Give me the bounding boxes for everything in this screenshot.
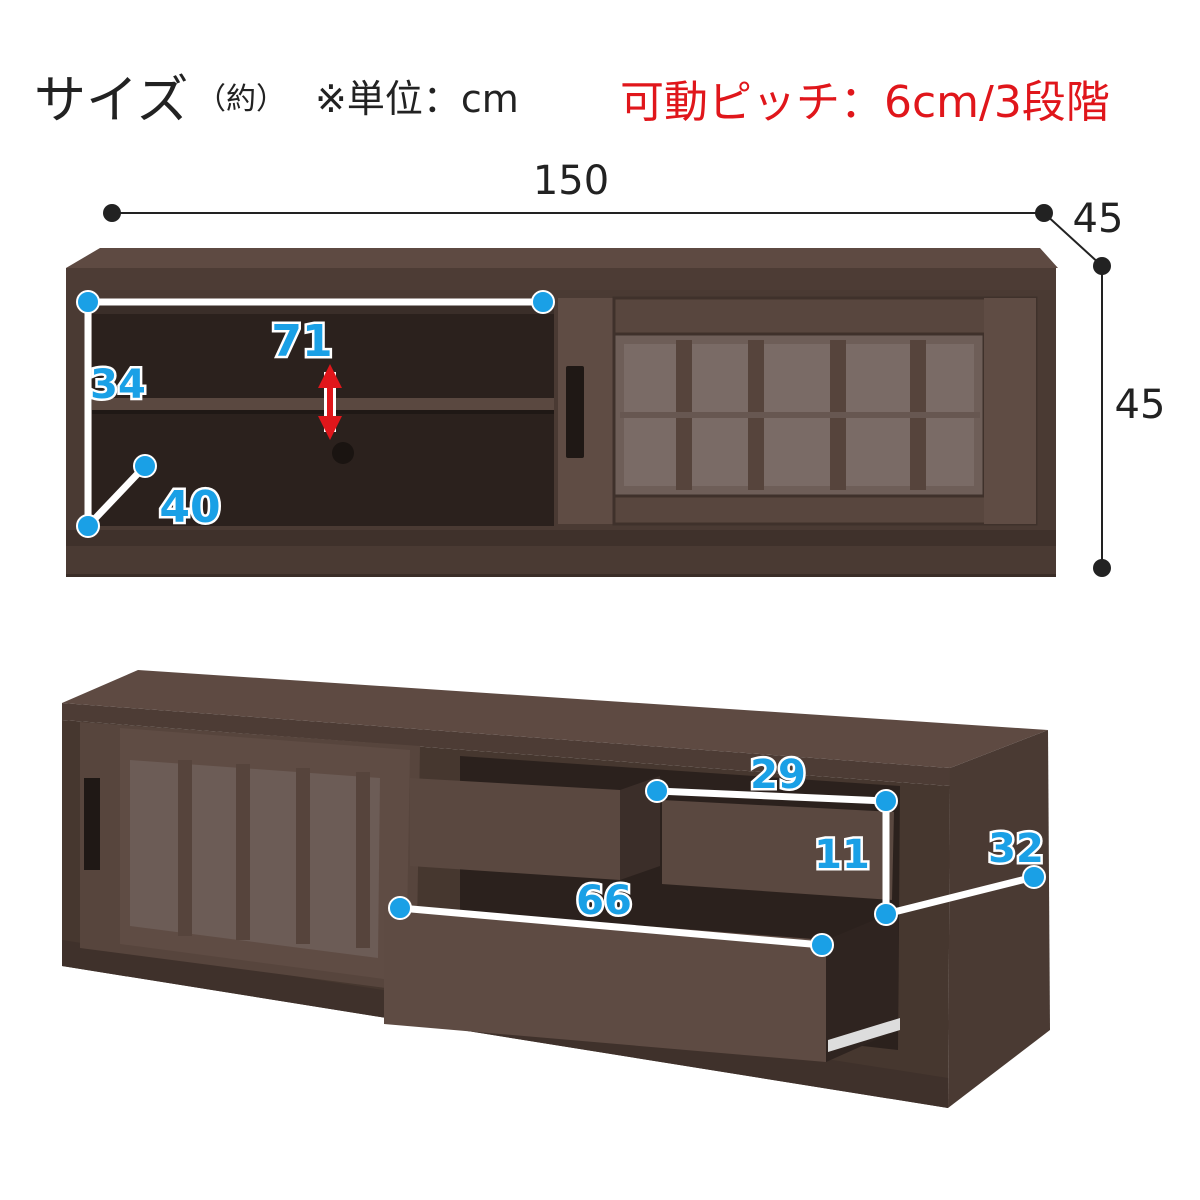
large-drawer [384,906,826,1062]
cable-hole [332,442,354,464]
drawer-dimension-lines [388,779,1046,957]
sliding-glass-door [558,296,1038,526]
adjustable-shelf [92,398,554,410]
height-dimension-label: 45 [1115,382,1166,428]
top-cabinet [66,204,1111,577]
small-drawer-height-label: 11 [814,832,870,878]
inner-depth-label: 40 [159,482,220,533]
small-drawer-right [662,800,894,900]
small-drawer-depth-label: 32 [988,826,1044,872]
large-drawer-width-label: 66 [576,878,632,924]
depth-dimension-label: 45 [1073,196,1124,242]
unit-note: ※単位：cm [315,77,519,121]
inner-dimension-lines [76,290,555,538]
door-handle [566,366,584,458]
bottom-cabinet [62,670,1050,1108]
title-approx-note: （約） [196,82,286,117]
door-handle-perspective [84,778,100,870]
inner-width-label: 71 [271,316,332,367]
sliding-glass-door-perspective [80,722,420,992]
small-drawer-width-label: 29 [750,752,806,798]
page-title: サイズ [34,71,189,131]
small-drawer-left [410,778,620,880]
inner-height-label: 34 [90,362,146,408]
shelf-pitch-note: 可動ピッチ：6cm/3段階 [620,77,1110,128]
width-dimension-label: 150 [533,158,609,204]
